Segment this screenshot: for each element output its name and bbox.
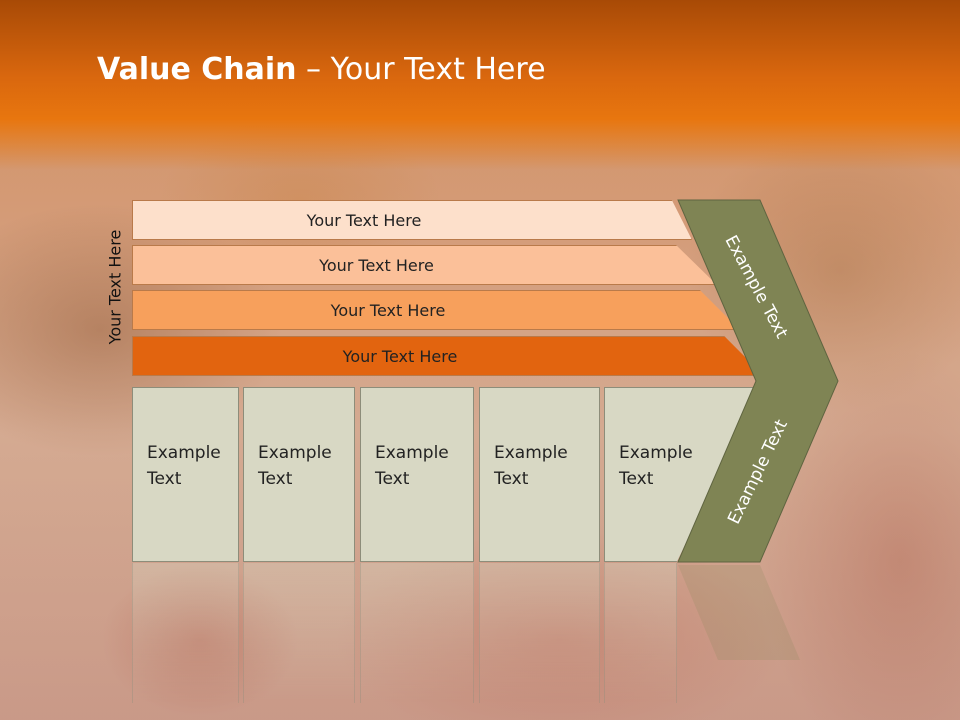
title-bold: Value Chain (97, 52, 297, 87)
slide-title: Value Chain – Your Text Here (97, 52, 546, 87)
activity-box-4-line2: Text (494, 469, 529, 489)
activity-box-5-line1: Example (619, 443, 693, 463)
activity-box-2-line2: Text (258, 469, 293, 489)
activity-box-4: Example Text (479, 387, 600, 562)
activity-box-3: Example Text (360, 387, 474, 562)
activity-box-1-line1: Example (147, 443, 221, 463)
activity-box-1: Example Text (132, 387, 239, 562)
activity-box-1-line2: Text (147, 469, 182, 489)
support-bar-2: Your Text Here (132, 245, 717, 285)
support-bar-3: Your Text Here (132, 290, 740, 330)
title-rest: – Your Text Here (296, 52, 546, 87)
support-bar-4: Your Text Here (132, 336, 764, 376)
chevron-shape (677, 199, 839, 563)
support-bar-1: Your Text Here (132, 200, 692, 240)
activity-box-4-line1: Example (494, 443, 568, 463)
activity-box-5-line2: Text (619, 469, 654, 489)
activity-box-2-line1: Example (258, 443, 332, 463)
chevron-reflection (678, 565, 800, 660)
activity-box-3-line1: Example (375, 443, 449, 463)
activity-box-3-line2: Text (375, 469, 410, 489)
activity-box-2: Example Text (243, 387, 355, 562)
header-band (0, 0, 960, 170)
